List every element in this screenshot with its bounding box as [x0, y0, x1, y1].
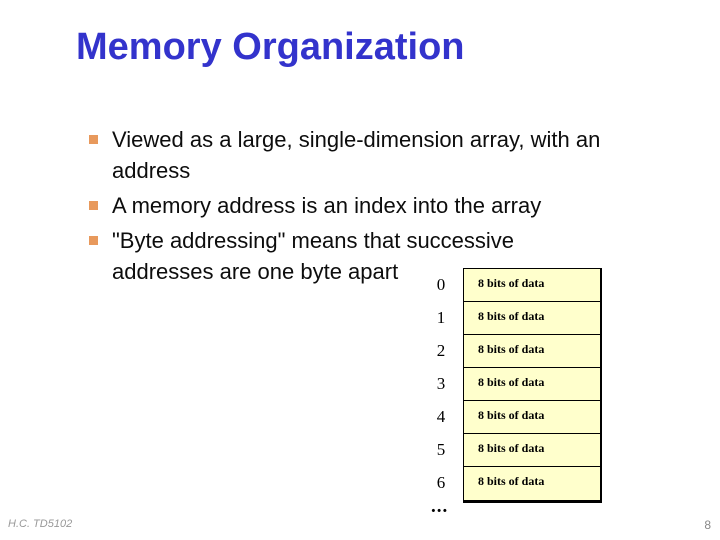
- memory-address-label: 3: [436, 373, 446, 393]
- memory-address-label: 0: [436, 274, 446, 294]
- bullet-item: A memory address is an index into the ar…: [89, 190, 669, 221]
- bullet-text: Viewed as a large, single-dimension arra…: [112, 127, 601, 183]
- memory-address-column: 0 1 2 3 4 5 6: [424, 268, 458, 499]
- memory-ellipsis: ...: [431, 496, 449, 517]
- memory-cell: 8 bits of data: [464, 434, 600, 467]
- memory-cell: 8 bits of data: [464, 269, 600, 302]
- memory-address-label: 1: [436, 307, 446, 327]
- bullet-text: A memory address is an index into the ar…: [112, 193, 542, 218]
- bullet-marker-icon: [89, 201, 98, 210]
- bullet-text: "Byte addressing" means that successive …: [112, 228, 515, 284]
- memory-address-label: 6: [436, 472, 446, 492]
- footer-page-number: 8: [704, 518, 711, 532]
- bullet-marker-icon: [89, 135, 98, 144]
- memory-address-label: 4: [436, 406, 446, 426]
- bullet-item: "Byte addressing" means that successive …: [89, 225, 669, 287]
- footer-author: H.C. TD5102: [8, 518, 73, 530]
- memory-cell: 8 bits of data: [464, 335, 600, 368]
- memory-cell: 8 bits of data: [478, 474, 545, 488]
- memory-cell: 8 bits of data: [464, 368, 600, 401]
- bullet-marker-icon: [89, 236, 98, 245]
- bullet-item: Viewed as a large, single-dimension arra…: [89, 124, 669, 186]
- bullet-list: Viewed as a large, single-dimension arra…: [89, 124, 669, 291]
- memory-address-label: 2: [436, 340, 446, 360]
- memory-cell: 8 bits of data: [464, 401, 600, 434]
- memory-cell: 8 bits of data: [464, 302, 600, 335]
- memory-address-label: 5: [436, 439, 446, 459]
- slide-title: Memory Organization: [76, 26, 465, 68]
